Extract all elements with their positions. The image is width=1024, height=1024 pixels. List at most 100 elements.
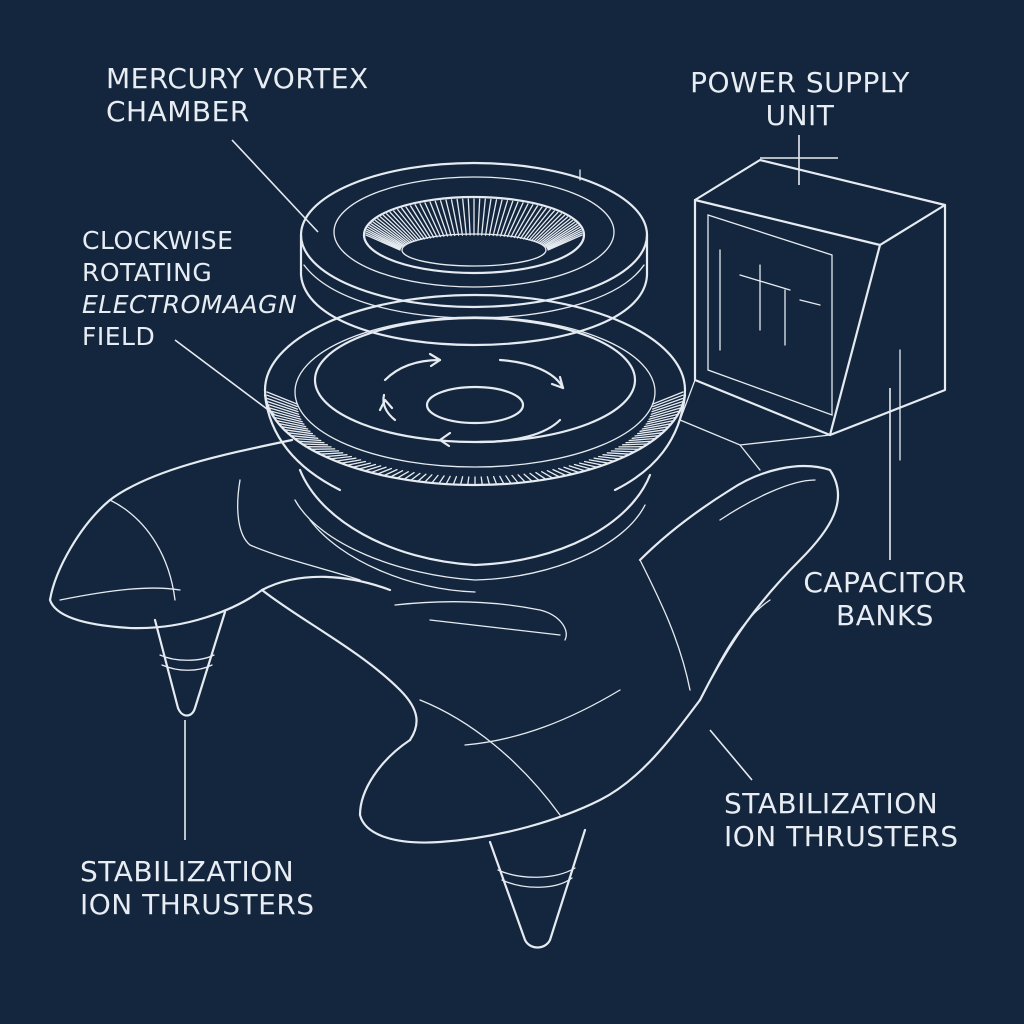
torus-inner-rib [503,201,519,237]
ring-rib [557,467,574,475]
torus-inner-rib [528,210,555,241]
ring-rib [290,435,319,439]
torus-inner-rib [519,206,543,239]
torus-inner-rib [419,203,438,238]
mercury-vortex-torus [299,161,649,347]
ring-rib [647,413,678,423]
torus-inner-rib [513,204,534,239]
torus-inner-rib [492,199,503,237]
torus-inner-rib [439,200,452,237]
label-line: CAPACITOR [803,566,967,599]
ring-rib [505,475,512,485]
label-capacitor-banks: CAPACITOR BANKS [800,566,970,632]
torus-inner-rib [496,200,509,237]
ring-rib [651,401,683,413]
torus-inner-rib [481,198,486,236]
torus-inner-rib [370,223,405,247]
ring-rib [410,472,421,482]
torus-inner-rib [522,207,547,240]
torus-inner-rib [424,202,442,238]
left-ion-thruster [153,610,227,717]
label-clockwise-rotating-field: CLOCKWISE ROTATING ELECTROMAAGN FIELD [82,225,297,353]
label-power-supply-unit: POWER SUPPLY UNIT [690,66,910,132]
ring-rib [278,423,309,430]
torus-inner-rib [539,218,571,244]
ring-rib [335,457,357,462]
ring-rib [480,476,483,486]
torus-inner-rib [533,213,563,242]
ring-rib [636,429,666,435]
torus-inner-rib [547,232,583,250]
torus-inner-rib [506,202,524,238]
label-line: ION THRUSTERS [724,820,959,853]
torus-inner-rib [467,198,471,236]
torus-inner-rib [525,208,552,241]
ring-rib [383,468,398,477]
torus-inner-rib [499,200,514,237]
label-mercury-vortex-chamber: MERCURY VORTEX CHAMBER [106,62,369,128]
ring-rib [643,420,674,428]
label-line: STABILIZATION [80,855,295,888]
torus-inner-rib [488,199,498,236]
ring-rib [294,437,322,442]
ring-rib [583,460,604,466]
ring-rib [606,452,631,455]
rotation-arrows-icon [378,352,565,448]
ring-rib [552,468,567,477]
ring-rib [648,410,680,420]
torus-inner-rib [369,225,404,247]
label-line: CHAMBER [106,95,250,128]
torus-inner-rib [405,206,429,239]
ring-rib [270,410,302,420]
torus-inner-rib [445,199,456,237]
torus-inner-rib [542,221,576,246]
torus-inner-rib [516,205,539,239]
ring-rib [389,470,404,478]
ring-rib [266,397,299,410]
ring-rib [403,471,415,481]
ring-rib [511,474,519,484]
power-supply-box [679,158,947,471]
torus-inner-rib [409,205,432,239]
ring-rib [424,474,433,483]
label-line: POWER SUPPLY [690,66,910,99]
torus-inner-rib [450,199,460,236]
torus-inner-rib [535,214,566,243]
torus-inner-rib [429,201,445,237]
ring-rib [358,463,377,470]
ring-rib [652,394,684,408]
label-line: FIELD [82,322,156,351]
ring-rib [593,457,615,462]
torus-inner-rib [546,228,582,249]
ring-rib [651,397,684,410]
label-line: ELECTROMAAGN [82,290,298,319]
label-line: ION THRUSTERS [80,888,315,921]
ring-rib [301,443,329,446]
ring-rib [272,413,303,423]
ring-rib [438,475,445,485]
torus-inner-rib [545,226,581,248]
ring-rib [546,470,561,478]
ring-rib [266,391,298,405]
torus-inner-rib [365,232,401,250]
ring-rib [417,473,427,483]
torus-inner-rib [456,198,464,236]
torus-inner-rib [366,228,402,249]
label-line: BANKS [836,599,934,632]
torus-inner-rib [365,234,401,251]
label-line: UNIT [765,99,835,132]
field-ring [263,293,687,593]
ring-rib [563,466,580,474]
ring-rib [370,466,387,474]
ring-rib [578,462,598,468]
ring-rib [573,463,592,470]
label-stabilization-thrusters-left: STABILIZATION ION THRUSTERS [80,855,315,921]
ring-rib [274,416,305,425]
torus-inner-rib [396,208,423,241]
ring-rib [452,475,458,486]
ring-rib [499,475,505,485]
ring-rib [625,440,653,444]
ring-rib [329,455,353,460]
ring-rib [639,426,669,432]
